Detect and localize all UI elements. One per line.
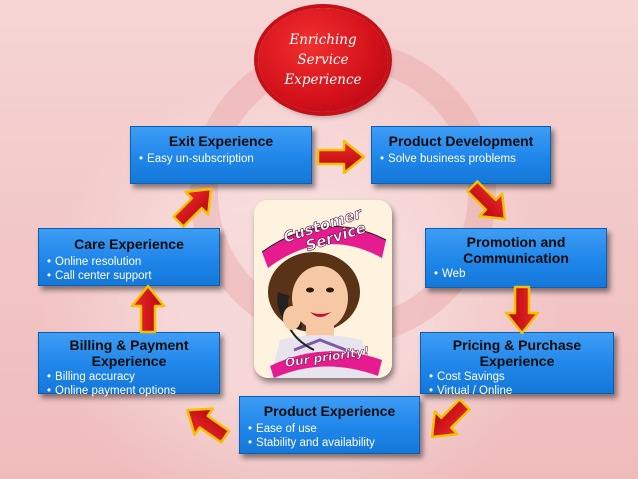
care-item-0: Online resolution [55,256,142,268]
product-development-box: Product Development •Solve business prob… [371,126,551,184]
arrow-care-to-exit [165,176,224,235]
billing-item-1: Online payment options [55,385,176,397]
care-item-1: Call center support [55,270,152,282]
arrow-product-experience-to-billing [176,395,236,451]
exit-experience-list: •Easy un-subscription [139,152,303,166]
exit-experience-box: Exit Experience •Easy un-subscription [130,126,312,184]
promotion-title-line-1: Promotion and [466,234,566,250]
promotion-title-line-2: Communication [463,250,569,266]
promotion-list: •Web [434,267,598,281]
billing-title-line-2: Experience [91,353,167,369]
list-item: •Solve business problems [380,153,516,165]
care-experience-box: Care Experience •Online resolution •Call… [38,228,220,286]
list-item: •Online resolution [47,256,142,268]
poster-illustration [254,200,392,378]
product-development-title: Product Development [388,133,534,149]
pricing-list: •Cost Savings •Virtual / Online [429,370,605,398]
customer-service-poster: Customer Service Our priority! [254,200,392,378]
care-experience-list: •Online resolution •Call center support [47,255,211,283]
exit-item-0: Easy un-subscription [147,153,254,165]
product-dev-item-0: Solve business problems [388,153,516,165]
product-experience-list: •Ease of use •Stability and availability [248,422,411,450]
pricing-item-1: Virtual / Online [437,385,513,397]
list-item: •Stability and availability [248,437,375,449]
list-item: •Call center support [47,270,152,282]
product-experience-box: Product Experience •Ease of use •Stabili… [239,396,420,454]
list-item: •Cost Savings [429,371,505,383]
product-exp-item-1: Stability and availability [256,437,375,449]
care-experience-title: Care Experience [74,236,184,252]
central-theme-line-3: Experience [284,72,362,88]
product-development-list: •Solve business problems [380,152,542,166]
billing-list: •Billing accuracy •Online payment option… [47,370,211,398]
central-theme-line-1: Enriching [289,32,357,48]
list-item: •Online payment options [47,385,176,397]
billing-title-line-1: Billing & Payment [69,337,189,353]
product-experience-title: Product Experience [263,403,396,419]
billing-payment-box: Billing & Payment Experience •Billing ac… [38,332,220,397]
list-item: •Easy un-subscription [139,153,254,165]
billing-item-0: Billing accuracy [55,371,135,383]
exit-experience-title: Exit Experience [168,133,274,149]
promotion-item-0: Web [442,268,466,280]
pricing-purchase-box: Pricing & Purchase Experience •Cost Savi… [420,332,614,397]
list-item: •Web [434,268,466,280]
arrow-promotion-to-pricing [504,285,540,335]
central-theme-ellipse: Enriching Service Experience [258,8,388,112]
list-item: •Ease of use [248,423,317,435]
pricing-title-line-2: Experience [479,353,555,369]
arrow-billing-to-care [130,284,166,334]
promotion-communication-box: Promotion and Communication •Web [425,228,607,288]
list-item: •Virtual / Online [429,385,513,397]
pricing-title-line-1: Pricing & Purchase [452,337,582,353]
list-item: •Billing accuracy [47,371,135,383]
central-theme-line-2: Service [297,52,349,68]
arrow-product-development-to-promotion [459,173,518,232]
arrow-exit-to-product-development [316,139,366,175]
pricing-item-0: Cost Savings [437,371,505,383]
product-exp-item-0: Ease of use [256,423,317,435]
arrow-pricing-to-product-experience [419,391,478,450]
